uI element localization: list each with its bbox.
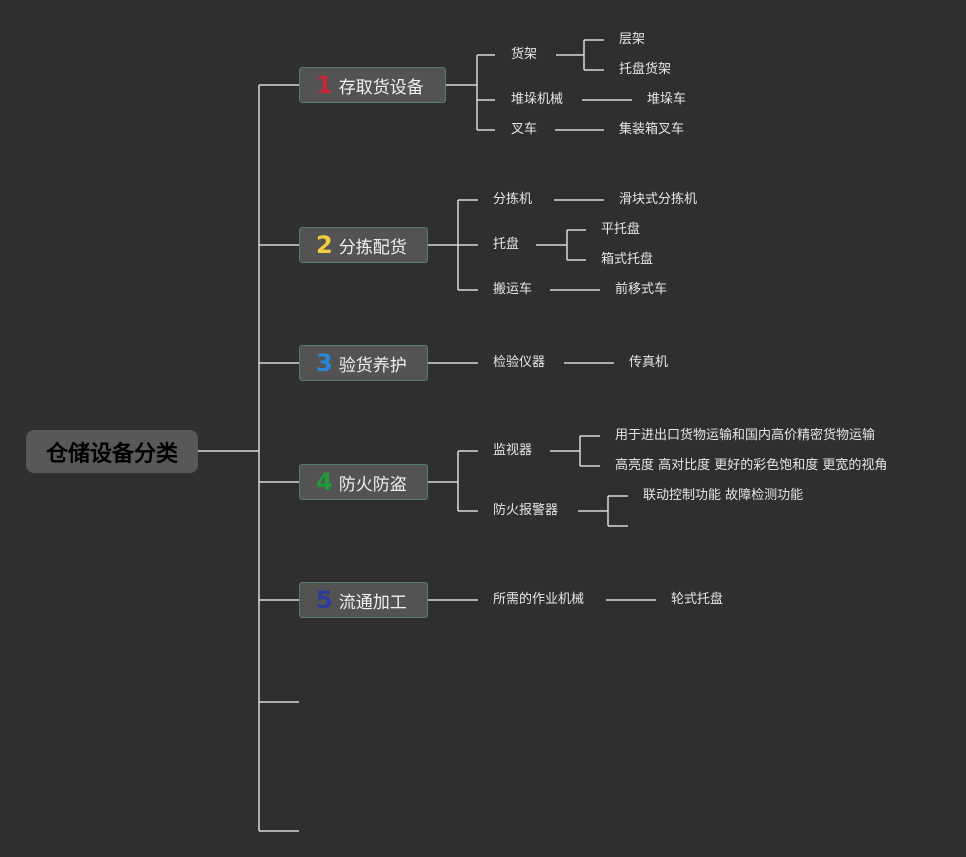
topic-container-forklift[interactable]: 集装箱叉车 [619, 122, 685, 137]
category-4-number: 4 [316, 468, 333, 496]
category-2-number: 2 [316, 231, 333, 259]
topic-machinery[interactable]: 所需的作业机械 [493, 592, 585, 607]
topic-forklift[interactable]: 叉车 [511, 122, 538, 137]
topic-slide-sorter[interactable]: 滑块式分拣机 [619, 192, 698, 207]
category-4-node[interactable]: 4 防火防盗 [299, 464, 428, 500]
category-1-node[interactable]: 1 存取货设备 [299, 67, 446, 103]
category-3-number: 3 [316, 349, 333, 377]
topic-wheel-pallet[interactable]: 轮式托盘 [671, 592, 724, 607]
category-2-node[interactable]: 2 分拣配货 [299, 227, 428, 263]
topic-alarm-desc[interactable]: 联动控制功能 故障检测功能 [643, 488, 804, 503]
topic-shelf[interactable]: 货架 [511, 47, 538, 62]
category-1-number: 1 [316, 71, 333, 99]
topic-fire-alarm[interactable]: 防火报警器 [493, 503, 559, 518]
category-5-label: 流通加工 [338, 592, 407, 613]
category-5-number: 5 [316, 586, 333, 614]
category-4-label: 防火防盗 [338, 474, 407, 495]
root-label: 仓储设备分类 [45, 441, 178, 467]
topic-flat-pallet[interactable]: 平托盘 [601, 222, 641, 237]
category-1-label: 存取货设备 [338, 77, 424, 98]
category-3-label: 验货养护 [338, 355, 407, 376]
topic-monitor-desc-2[interactable]: 高亮度 高对比度 更好的彩色饱和度 更宽的视角 [615, 458, 888, 473]
topic-sorter[interactable]: 分拣机 [493, 192, 533, 207]
topic-pallet[interactable]: 托盘 [493, 237, 520, 252]
topic-box-pallet[interactable]: 箱式托盘 [601, 252, 654, 267]
topic-shelf-pallet[interactable]: 托盘货架 [619, 62, 672, 77]
topic-carrier[interactable]: 搬运车 [493, 282, 533, 297]
topic-instrument[interactable]: 检验仪器 [493, 355, 546, 370]
category-2-label: 分拣配货 [338, 237, 407, 258]
topic-reach-truck[interactable]: 前移式车 [615, 282, 668, 297]
topic-stacker-truck[interactable]: 堆垛车 [647, 92, 687, 107]
topic-stacker[interactable]: 堆垛机械 [511, 92, 564, 107]
root-node[interactable]: 仓储设备分类 [26, 430, 198, 473]
category-3-node[interactable]: 3 验货养护 [299, 345, 428, 381]
category-5-node[interactable]: 5 流通加工 [299, 582, 428, 618]
topic-monitor-desc-1[interactable]: 用于进出口货物运输和国内高价精密货物运输 [615, 428, 876, 443]
topic-fax[interactable]: 传真机 [629, 355, 669, 370]
topic-shelf-layer[interactable]: 层架 [619, 32, 646, 47]
topic-monitor[interactable]: 监视器 [493, 443, 533, 458]
